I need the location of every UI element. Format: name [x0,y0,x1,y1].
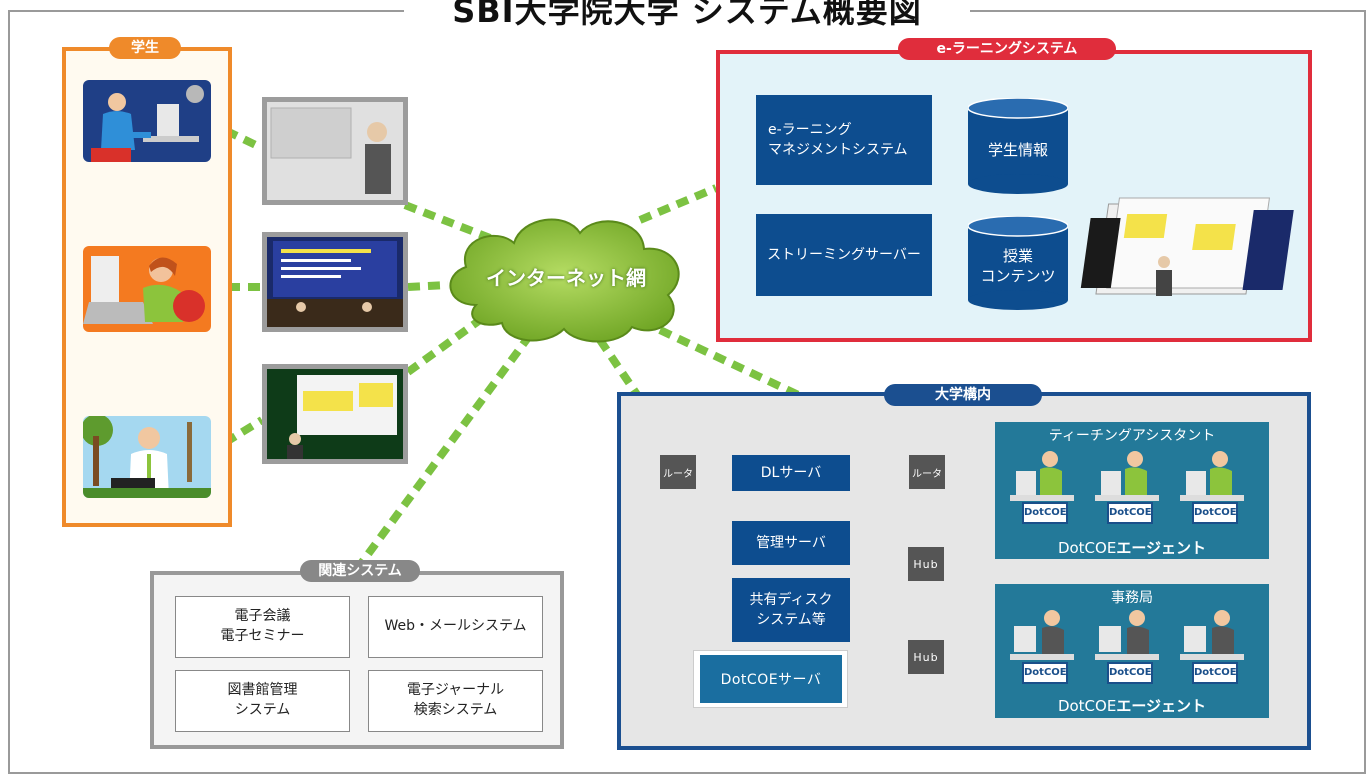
related-systems-label: 関連システム [300,560,420,582]
lecture-video-thumbnail-1 [262,97,408,205]
lms-server: e-ラーニング マネジメントシステム [756,95,932,185]
agent-prefix: DotCOE [1057,697,1117,715]
link-thumb-2-cloud [407,281,449,291]
dl-server: DLサーバ [732,455,850,491]
content-screens-image [1080,197,1294,296]
student-laptop-image [83,246,211,332]
dotcoe-server: DotCOEサーバ [700,655,842,703]
dotcoe-badge: DotCOE [1022,502,1068,524]
lecture-video-thumbnail-3 [262,364,408,464]
course-content-database-icon [968,216,1068,310]
internet-label: インターネット網 [486,266,646,290]
agent-suffix: エージェント [1116,539,1207,557]
office-agent-label: DotCOEエージェント [995,695,1269,716]
management-server: 管理サーバ [732,521,850,565]
student-info-label: 学生情報 [987,141,1048,159]
link-thumb-1-cloud [403,201,492,242]
internet-cloud [449,218,680,343]
elearning-label: e-ラーニングシステム [898,38,1116,60]
agent-suffix: エージェント [1116,697,1207,715]
dotcoe-badge: DotCOE [1192,662,1238,684]
link-thumb-3-cloud [405,316,483,376]
link-cloud-elearning [638,184,718,224]
office-workstation-1-image [1010,610,1074,660]
ta-workstation-3-image [1180,451,1244,501]
dotcoe-badge: DotCOE [1192,502,1238,524]
shared-disk-server: 共有ディスク システム等 [732,578,850,642]
office-title: 事務局 [1111,590,1153,606]
dotcoe-badge: DotCOE [1107,662,1153,684]
router-2: ルータ [909,455,945,489]
course-content-label: 授業 コンテンツ [980,247,1056,286]
hub-2: Hub [908,640,944,674]
lecture-video-thumbnail-2 [262,232,408,332]
office-workstation-2-image [1095,610,1159,660]
campus-label: 大学構内 [884,384,1042,406]
link-cloud-related [356,332,534,568]
diagram-title: SBI大学院大学 システム概要図 [452,0,922,30]
related-system-library: 図書館管理 システム [175,670,350,732]
related-system-web-mail: Web・メールシステム [368,596,543,658]
streaming-server: ストリーミングサーバー [756,214,932,296]
student-outdoor-image [83,416,211,498]
dotcoe-badge: DotCOE [1022,662,1068,684]
students-label: 学生 [109,37,181,59]
related-system-journal-search: 電子ジャーナル 検索システム [368,670,543,732]
title-background [404,0,970,24]
office-workstation-3-image [1180,610,1244,660]
student-at-desk-image [83,80,211,162]
dotcoe-badge: DotCOE [1107,502,1153,524]
router-1: ルータ [660,455,696,489]
teaching-assistant-title: ティーチングアシスタント [1048,428,1216,444]
related-system-conferencing: 電子会議 電子セミナー [175,596,350,658]
student-info-database-icon [968,98,1068,194]
ta-agent-label: DotCOEエージェント [995,537,1269,558]
ta-workstation-1-image [1010,451,1074,501]
ta-workstation-2-image [1095,451,1159,501]
hub-1: Hub [908,547,944,581]
agent-prefix: DotCOE [1057,539,1117,557]
